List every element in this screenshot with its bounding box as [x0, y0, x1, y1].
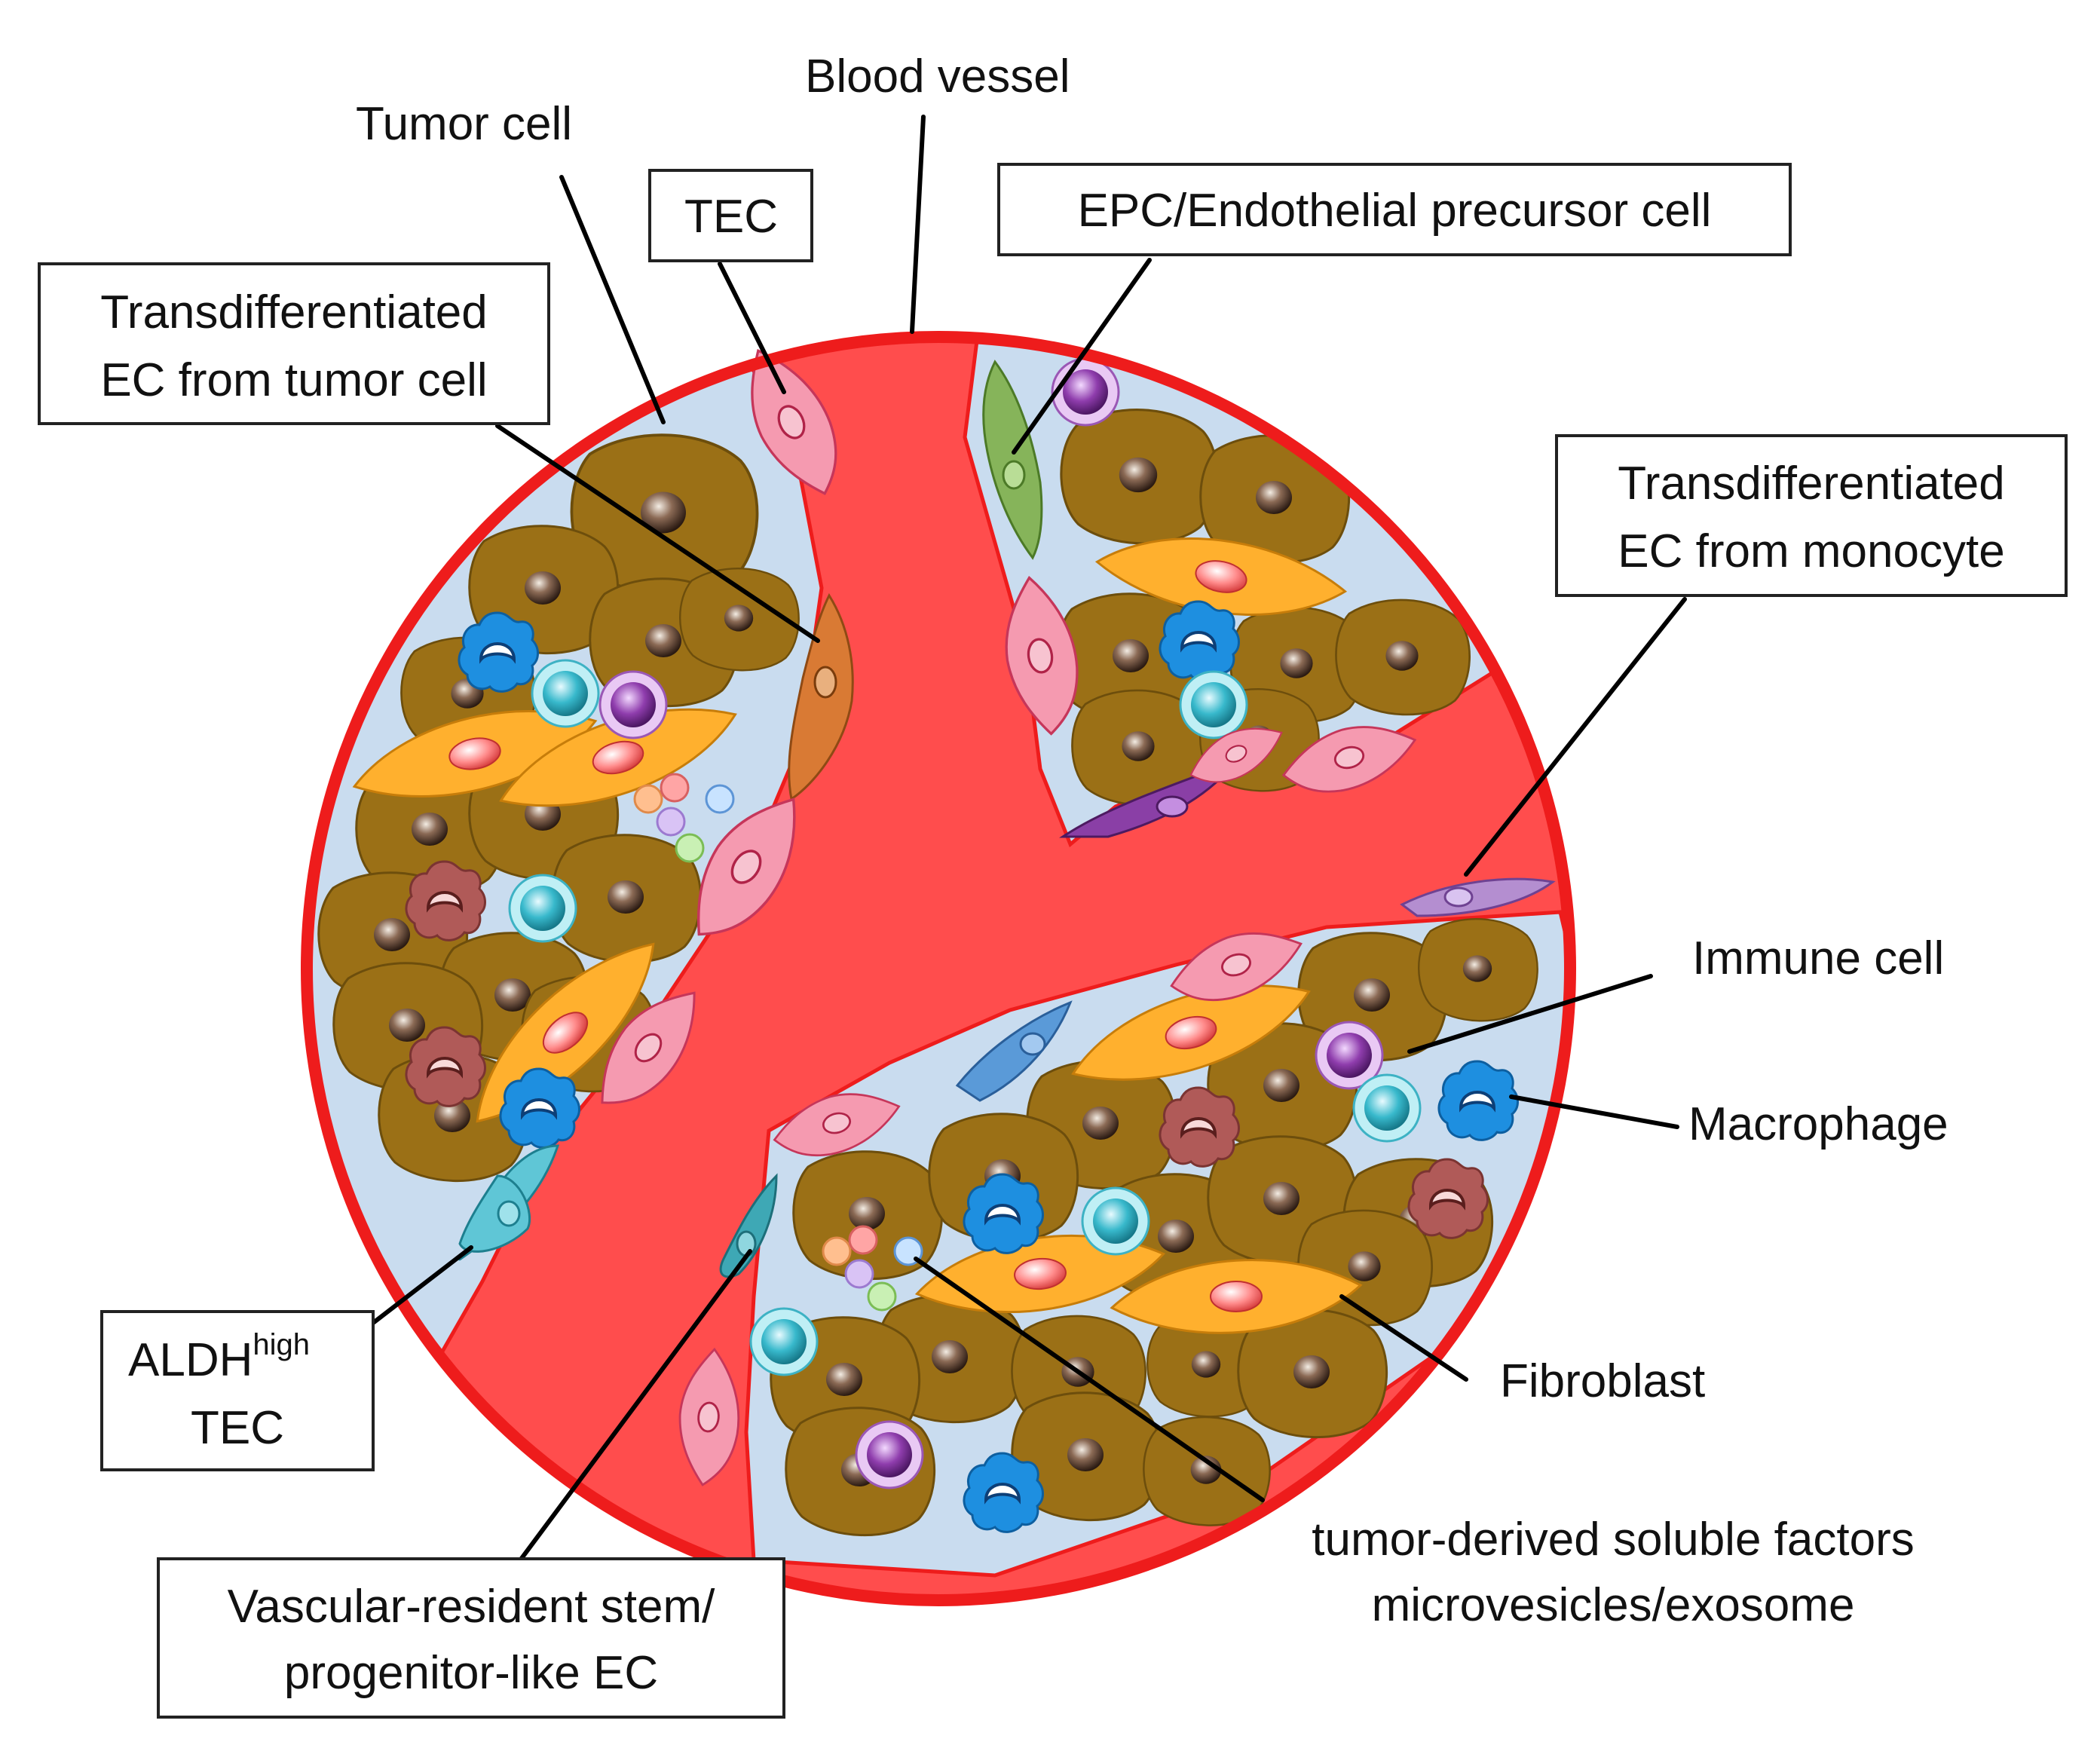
endothelial-cells-lower-right [672, 877, 1556, 1489]
label-fibroblast: Fibroblast [1500, 1355, 1705, 1407]
box-aldh: ALDHhigh TEC [100, 1310, 375, 1471]
label-blood-vessel: Blood vessel [805, 51, 1070, 103]
endothelial-cells-left [458, 334, 859, 1261]
leader-tec [718, 262, 786, 394]
label-vascular-1: Vascular-resident stem/ [228, 1581, 715, 1633]
label-trans-tumor-1: Transdifferentiated [100, 286, 488, 338]
leader-factors [914, 1257, 1265, 1502]
leader-blood-vessel [910, 115, 926, 334]
transdiff-mono-ec [1400, 877, 1556, 917]
label-epc: EPC/Endothelial precursor cell [1078, 185, 1712, 237]
leader-aldh [371, 1245, 473, 1325]
leader-trans-tumor [495, 424, 820, 643]
box-trans-tumor: Transdifferentiated EC from tumor cell [38, 262, 550, 425]
leader-fibroblast [1339, 1294, 1468, 1382]
leader-macrophage [1509, 1094, 1679, 1129]
label-factors-2: microvesicles/exosome [1372, 1579, 1855, 1631]
endothelial-cells-upper-right [982, 360, 1425, 838]
exosomes-left [633, 773, 735, 863]
box-vascular: Vascular-resident stem/ progenitor-like … [157, 1557, 785, 1719]
label-tec: TEC [684, 191, 778, 243]
label-factors-1: tumor-derived soluble factors [1312, 1514, 1914, 1566]
leader-immune [1407, 974, 1653, 1054]
label-trans-mono-1: Transdifferentiated [1618, 458, 2005, 510]
label-trans-mono-2: EC from monocyte [1618, 525, 2004, 577]
box-tec: TEC [648, 169, 813, 262]
leader-tumor-cell [559, 175, 666, 424]
vascular-stem-ec [719, 1173, 778, 1278]
label-macrophage: Macrophage [1688, 1098, 1948, 1150]
box-trans-mono: Transdifferentiated EC from monocyte [1555, 434, 2068, 597]
label-tumor-cell: Tumor cell [356, 98, 572, 150]
label-aldh-base: ALDH [128, 1334, 253, 1386]
leader-vascular [518, 1249, 752, 1563]
box-epc: EPC/Endothelial precursor cell [997, 163, 1792, 256]
leader-epc [1012, 258, 1152, 455]
label-aldh: ALDHhigh [128, 1328, 310, 1386]
label-immune-cell: Immune cell [1692, 932, 1944, 984]
label-aldh-sup: high [253, 1328, 310, 1361]
leader-lines [371, 115, 1687, 1563]
label-aldh-tec: TEC [191, 1402, 284, 1454]
leader-trans-mono [1464, 597, 1687, 877]
label-trans-tumor-2: EC from tumor cell [100, 354, 487, 406]
blue-ec [955, 1000, 1073, 1102]
label-vascular-2: progenitor-like EC [284, 1647, 658, 1699]
labels: Blood vessel Tumor cell TEC EPC/Endothel… [38, 51, 2068, 1719]
tumor-tissue-circle [301, 331, 1576, 1606]
